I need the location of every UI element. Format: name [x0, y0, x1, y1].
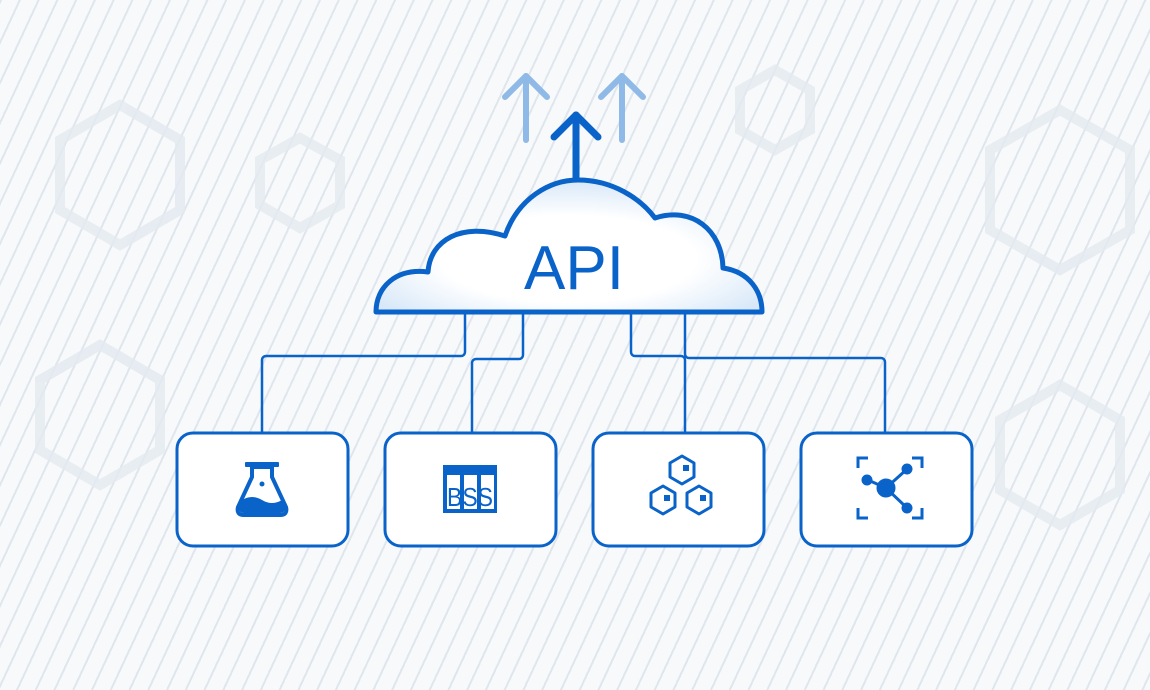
arrow-up-light-right-icon: [598, 73, 646, 143]
svg-text:BSS: BSS: [447, 482, 493, 512]
connector-lines: [260, 312, 887, 433]
api-cloud: API: [373, 177, 765, 315]
node-box-lab[interactable]: [175, 431, 350, 548]
bss-icon: BSS: [443, 465, 497, 513]
arrow-up-light-left-icon: [502, 73, 550, 143]
node-box-cubes[interactable]: [591, 431, 766, 548]
network-scan-icon: [856, 456, 924, 520]
flask-icon: [235, 462, 289, 517]
hexagon-decorations: [35, 64, 1135, 531]
cubes-icon: [649, 454, 713, 516]
arrow-up-main-icon: [550, 111, 602, 184]
api-label: API: [524, 234, 624, 303]
